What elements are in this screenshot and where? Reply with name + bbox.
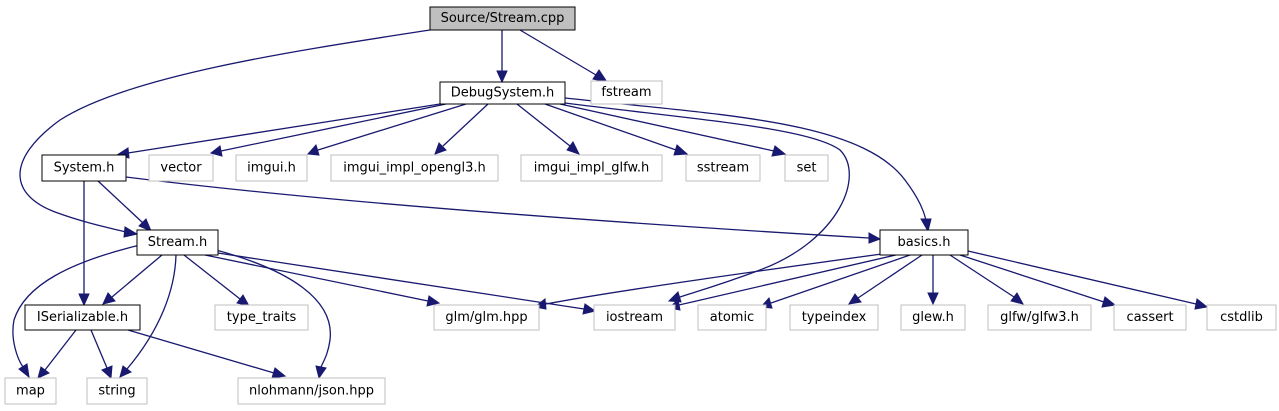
node-label: imgui_impl_opengl3.h bbox=[343, 161, 485, 176]
node-sstream[interactable]: sstream bbox=[685, 154, 761, 182]
edge-stream-h-to-glm-hpp bbox=[204, 254, 441, 307]
node-label: vector bbox=[160, 161, 202, 176]
edge-stream-h-to-map bbox=[12, 244, 141, 379]
node-label: fstream bbox=[601, 85, 651, 100]
node-glew-h[interactable]: glew.h bbox=[900, 304, 966, 331]
edge-basics-to-iostream bbox=[667, 253, 901, 311]
node-label: DebugSystem.h bbox=[451, 86, 555, 101]
node-label: map bbox=[16, 384, 45, 399]
edge-debugsystem-to-imgui-impl-opengl3 bbox=[434, 103, 489, 155]
edge-iserializable-to-string bbox=[90, 329, 113, 380]
edge-stream-cpp-to-debugsystem-h bbox=[496, 30, 508, 84]
node-glfw3-h[interactable]: glfw/glfw3.h bbox=[987, 304, 1092, 331]
edge-basics-to-typeindex bbox=[848, 254, 923, 305]
node-label: imgui.h bbox=[247, 161, 296, 176]
edge-stream-cpp-to-fstream bbox=[519, 29, 609, 83]
node-label: typeindex bbox=[802, 310, 867, 325]
edge-stream-cpp-to-stream-h bbox=[19, 29, 431, 238]
node-stream-h[interactable]: Stream.h bbox=[136, 229, 219, 256]
edge-iserializable-to-map bbox=[37, 329, 77, 379]
node-label: cstdlib bbox=[1220, 310, 1263, 325]
node-label: glew.h bbox=[912, 310, 954, 325]
node-iostream[interactable]: iostream bbox=[593, 304, 676, 331]
edge-debugsystem-to-vector bbox=[209, 103, 447, 157]
edge-basics-to-cassert bbox=[959, 254, 1117, 308]
node-label: glfw/glfw3.h bbox=[1000, 310, 1079, 325]
edge-stream-h-to-json-hpp bbox=[215, 249, 331, 380]
node-label: iostream bbox=[606, 310, 663, 325]
node-label: basics.h bbox=[898, 235, 951, 250]
edge-system-h-to-basics-h bbox=[125, 176, 882, 244]
node-cassert[interactable]: cassert bbox=[1113, 304, 1187, 331]
node-debugsystem-h[interactable]: DebugSystem.h bbox=[439, 81, 566, 105]
node-vector[interactable]: vector bbox=[148, 154, 214, 182]
node-string[interactable]: string bbox=[86, 377, 148, 405]
edge-system-h-to-iserializable-h bbox=[78, 181, 90, 307]
node-label: glm/glm.hpp bbox=[445, 310, 527, 325]
edge-iserializable-to-json-hpp bbox=[127, 329, 287, 379]
node-label: ISerializable.h bbox=[37, 310, 128, 325]
node-label: nlohmann/json.hpp bbox=[249, 384, 374, 399]
node-imgui-h[interactable]: imgui.h bbox=[235, 154, 308, 182]
node-imgui-impl-glfw-h[interactable]: imgui_impl_glfw.h bbox=[520, 154, 663, 182]
edge-basics-to-glfw3-h bbox=[949, 254, 1024, 305]
node-imgui-impl-opengl3-h[interactable]: imgui_impl_opengl3.h bbox=[330, 154, 499, 182]
node-label: string bbox=[98, 384, 135, 399]
edge-basics-to-glm-hpp bbox=[533, 251, 897, 310]
node-label: Source/Stream.cpp bbox=[441, 11, 565, 26]
node-cstdlib[interactable]: cstdlib bbox=[1206, 304, 1277, 331]
edge-basics-to-glew-h bbox=[927, 255, 939, 306]
edge-debugsystem-to-basics-h bbox=[564, 97, 932, 233]
edge-debugsystem-to-set bbox=[559, 103, 787, 157]
node-iserializable-h[interactable]: ISerializable.h bbox=[24, 304, 141, 331]
edge-basics-to-cstdlib bbox=[967, 250, 1209, 310]
node-map[interactable]: map bbox=[4, 377, 57, 405]
node-label: set bbox=[797, 161, 817, 176]
node-atomic[interactable]: atomic bbox=[697, 304, 767, 331]
edge-stream-h-to-string bbox=[119, 254, 177, 378]
node-nlohmann-json-hpp[interactable]: nlohmann/json.hpp bbox=[237, 377, 386, 405]
node-label: Stream.h bbox=[148, 235, 207, 250]
node-glm-hpp[interactable]: glm/glm.hpp bbox=[433, 304, 540, 331]
edge-stream-h-to-iostream bbox=[217, 252, 597, 315]
edge-debugsystem-to-iostream bbox=[564, 102, 850, 303]
node-source-stream-cpp[interactable]: Source/Stream.cpp bbox=[429, 6, 576, 31]
node-label: type_traits bbox=[227, 310, 297, 325]
edge-debugsystem-to-imgui-h bbox=[306, 103, 467, 156]
node-label: cassert bbox=[1126, 310, 1173, 325]
edge-debugsystem-to-system-h bbox=[115, 103, 441, 159]
node-type-traits[interactable]: type_traits bbox=[214, 304, 309, 331]
node-label: atomic bbox=[710, 310, 754, 325]
node-label: sstream bbox=[697, 161, 749, 176]
edge-stream-h-to-iserializable-h bbox=[102, 254, 163, 305]
edge-debugsystem-to-imgui-impl-glfw bbox=[516, 103, 580, 155]
edge-debugsystem-to-sstream bbox=[544, 103, 689, 156]
node-typeindex[interactable]: typeindex bbox=[789, 304, 879, 331]
node-label: System.h bbox=[54, 161, 115, 176]
node-fstream[interactable]: fstream bbox=[590, 80, 663, 105]
node-label: imgui_impl_glfw.h bbox=[534, 161, 650, 176]
node-system-h[interactable]: System.h bbox=[41, 154, 127, 182]
node-basics-h[interactable]: basics.h bbox=[879, 229, 969, 256]
edge-system-h-to-stream-h bbox=[97, 180, 152, 232]
node-set[interactable]: set bbox=[784, 154, 829, 182]
